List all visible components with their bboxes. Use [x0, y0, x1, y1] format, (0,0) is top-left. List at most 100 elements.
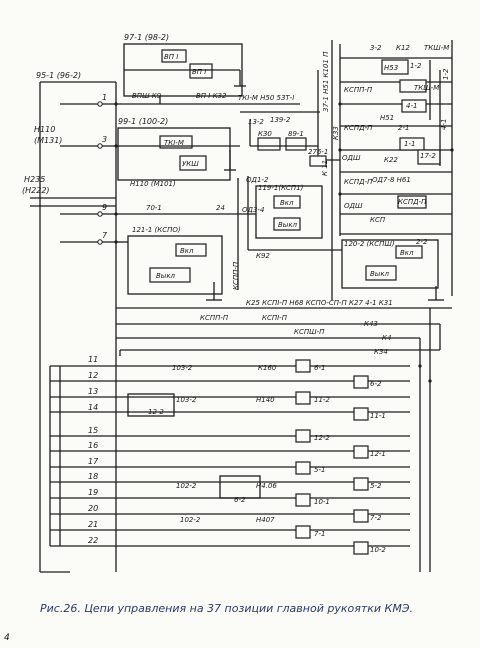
right-relay-block: [339, 40, 453, 296]
label-n110: Н110: [34, 125, 55, 134]
label-od3-4: ОД3-4: [242, 206, 264, 214]
label-7-1: 7-1: [314, 530, 325, 538]
bottom-relay-block: [127, 359, 369, 555]
label-70-1: 70-1: [146, 204, 162, 212]
label-5-1: 5-1: [314, 466, 325, 474]
label-12-1: 12-1: [370, 450, 386, 458]
label-5-2: 5-2: [370, 482, 382, 490]
label-h406: Н4.06: [256, 482, 277, 490]
label-k33: К33: [332, 126, 340, 140]
label-n110-m101: Н110 (М101): [130, 180, 176, 188]
label-121-1: 121-1 (КСПО): [132, 226, 181, 234]
label-h140: Н140: [256, 396, 275, 404]
label-kspd-2: КСПД-П: [398, 198, 427, 206]
label-276-1: 276-1: [308, 148, 328, 156]
figure-caption: Рис.26. Цепи управления на 37 позиции гл…: [40, 602, 413, 615]
label-kspi: КСПI-П: [262, 314, 288, 322]
label-120-2: 120-2 (КСПШ): [344, 240, 395, 248]
upper-middle-circuit: [240, 40, 340, 300]
label-ukt: УКШ: [182, 160, 199, 168]
wire-20: 20: [88, 504, 98, 513]
label-odsh-2: ОДШ: [344, 202, 363, 210]
label-tki-m: ТКI-М: [164, 139, 184, 147]
label-kspp: КСПП-П: [344, 86, 373, 94]
label-n235: Н235: [24, 175, 45, 184]
label-12-2b: 12-2: [314, 434, 330, 442]
label-k30: К30: [258, 130, 272, 138]
label-k43: К43: [364, 320, 378, 328]
wire-18: 18: [88, 472, 98, 481]
label-103-2a: 103-2: [172, 364, 193, 372]
label-4-1: 4-1: [406, 102, 417, 110]
label-k12: К12: [396, 44, 410, 52]
label-13-2: 13-2: [248, 118, 264, 126]
label-1-2: 1-2: [410, 62, 422, 70]
wire-7: 7: [102, 231, 108, 240]
wire-22: 22: [88, 536, 98, 545]
middle-switch-block: [116, 176, 444, 301]
label-vpsh-k9: ВПШ К9: [132, 92, 162, 100]
label-odsh: ОДШ: [342, 154, 361, 162]
label-vykl-2: Выкл: [156, 272, 176, 280]
label-vp1a: ВП I: [164, 53, 178, 61]
label-ksp: КСП: [370, 216, 386, 224]
wire-12: 12: [88, 371, 98, 380]
label-tksh-m-2: ТКШ-М: [414, 84, 439, 92]
label-vp1-k32: ВП I К32: [196, 92, 227, 100]
label-6-1: 6-1: [314, 364, 325, 372]
switch-rows: [40, 365, 410, 573]
label-3-2: 3-2: [370, 44, 382, 52]
label-139-2: 139-2: [270, 116, 291, 124]
label-102-2a: 102-2: [176, 482, 197, 490]
label-2-2: 2-2: [416, 238, 428, 246]
label-12-2a: 12-2: [148, 408, 164, 416]
label-k34: К34: [374, 348, 388, 356]
label-17-2: 17-2: [420, 152, 436, 160]
label-6-2b: 6-2: [234, 496, 246, 504]
label-102-2b: 102-2: [180, 516, 201, 524]
bus-lines: [116, 307, 452, 572]
wire-16: 16: [88, 441, 98, 450]
label-h222: (Н222): [22, 186, 50, 195]
relay-group-99: [116, 127, 240, 181]
label-od1-2: ОД1-2: [246, 176, 269, 184]
label-10-2: 10-2: [370, 546, 386, 554]
label-10-1: 10-1: [314, 498, 330, 506]
wire-1: 1: [102, 93, 107, 102]
label-m131: (М131): [34, 136, 62, 145]
label-kspp-2: КСПП-П: [200, 314, 229, 322]
wire-13: 13: [88, 387, 98, 396]
label-vkl-1: Вкл: [280, 199, 294, 207]
label-k22: К22: [384, 156, 398, 164]
label-edge-4-1: 4-1: [440, 119, 448, 130]
label-vkl-2: Вкл: [180, 247, 194, 255]
wire-17: 17: [88, 457, 99, 466]
label-103-2b: 103-2: [176, 396, 197, 404]
label-99-1: 99-1 (100-2): [118, 117, 168, 126]
label-k4: К4: [382, 334, 391, 342]
label-k160: К160: [258, 364, 277, 372]
label-bus: К25 КСПI-П Н68 КСПО-СП-П К27 4-1 К31: [246, 299, 393, 307]
label-kspp-vertical: КСПП-П: [232, 261, 240, 290]
label-kspd-l: КСПД-П: [344, 178, 373, 186]
relay-group-97: [116, 43, 300, 105]
label-h407: Н407: [256, 516, 275, 524]
wire-19: 19: [88, 488, 98, 497]
label-kspsh: КСПШ-П: [294, 328, 325, 336]
label-tkim-n50: ТКI-М Н50 53Т-I: [238, 94, 294, 102]
label-h53: Н53: [384, 64, 398, 72]
wire-11: 11: [88, 355, 98, 364]
label-1-1: 1-1: [404, 140, 415, 148]
label-24: 24: [216, 204, 225, 212]
wire-15: 15: [88, 426, 98, 435]
label-od78: ОД7-8 Н61: [372, 176, 411, 184]
junction-dots: [114, 102, 454, 383]
label-119-1: 119-1(КСП1): [258, 184, 304, 192]
wire-9: 9: [102, 203, 107, 212]
label-vkl-3: Вкл: [400, 249, 414, 257]
wire-3: 3: [102, 135, 107, 144]
label-k92: К92: [256, 252, 270, 260]
label-95-1: 95-1 (96-2): [36, 71, 81, 80]
